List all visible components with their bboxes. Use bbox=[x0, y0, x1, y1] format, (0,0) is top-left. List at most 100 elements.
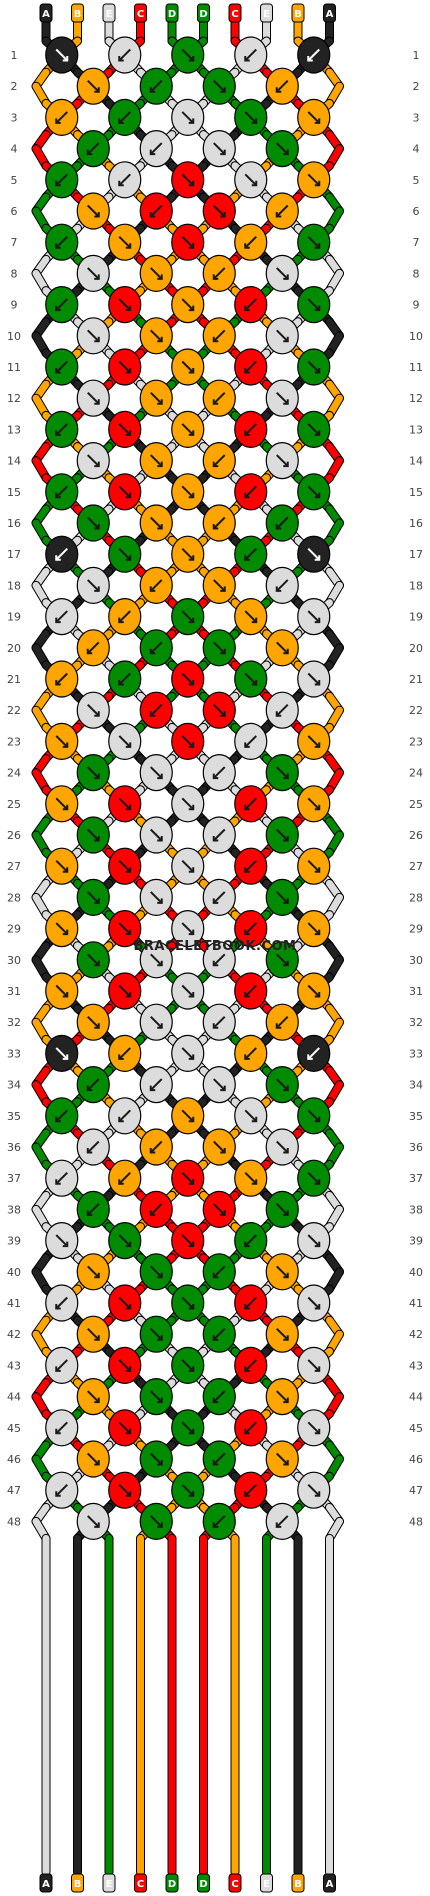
row-number-left: 41 bbox=[7, 1297, 21, 1310]
knot-arrow-icon bbox=[118, 48, 131, 62]
knot-arrow-icon bbox=[307, 1483, 320, 1497]
knot-arrow-icon bbox=[181, 173, 194, 187]
knot-arrow-icon bbox=[150, 1452, 163, 1466]
knot-arrowhead-icon bbox=[157, 399, 163, 405]
knot-arrowhead-icon bbox=[188, 680, 195, 686]
knot-arrow-icon bbox=[307, 235, 320, 249]
row-number-right: 7 bbox=[413, 236, 420, 249]
knot-arrow-icon bbox=[307, 485, 320, 499]
knot-arrow-icon bbox=[244, 735, 257, 748]
knot-arrow-icon bbox=[244, 1483, 257, 1497]
knot-arrowhead-icon bbox=[220, 1085, 226, 1092]
knot-arrowhead-icon bbox=[125, 1491, 132, 1497]
knot-arrow-icon bbox=[244, 859, 257, 873]
knot-arrow-icon bbox=[276, 766, 289, 779]
knot-arrow-icon bbox=[87, 891, 100, 904]
row-number-left: 19 bbox=[7, 611, 21, 624]
row-number-right: 41 bbox=[409, 1297, 423, 1310]
knot-arrow-icon bbox=[276, 204, 289, 218]
knot-arrow-icon bbox=[150, 1015, 163, 1029]
knot-arrowhead-icon bbox=[314, 680, 321, 686]
knot-arrow-icon bbox=[307, 298, 320, 311]
knot-arrowhead-icon bbox=[118, 1179, 124, 1185]
knot-arrowhead-icon bbox=[314, 305, 321, 312]
knot-arrowhead-icon bbox=[118, 680, 124, 686]
knot-arrowhead-icon bbox=[125, 1241, 132, 1248]
knot-arrowhead-icon bbox=[55, 180, 61, 187]
knot-arrowhead-icon bbox=[94, 1522, 100, 1528]
knot-arrow-icon bbox=[55, 298, 68, 311]
knot-arrowhead-icon bbox=[118, 1054, 124, 1060]
knot-arrowhead-icon bbox=[244, 1366, 250, 1372]
row-number-left: 18 bbox=[7, 579, 21, 592]
row-number-left: 10 bbox=[7, 330, 21, 343]
row-number-right: 28 bbox=[409, 891, 423, 904]
bottom-strand-label: A bbox=[42, 1879, 50, 1890]
knot-arrowhead-icon bbox=[62, 1241, 69, 1248]
knot-arrow-icon bbox=[181, 859, 194, 873]
knot-arrow-icon bbox=[244, 1359, 257, 1372]
knot-arrow-icon bbox=[55, 922, 68, 935]
knot-arrowhead-icon bbox=[220, 586, 226, 592]
knot-arrow-icon bbox=[118, 797, 131, 811]
knot-arrowhead-icon bbox=[275, 524, 282, 530]
knot-arrow-icon bbox=[150, 142, 163, 155]
row-number-left: 32 bbox=[7, 1016, 21, 1029]
knot-arrowhead-icon bbox=[314, 1491, 321, 1497]
knot-arrowhead-icon bbox=[244, 1428, 250, 1435]
knot-arrow-icon bbox=[150, 766, 163, 779]
knot-arrow-icon bbox=[150, 454, 163, 467]
row-number-left: 33 bbox=[7, 1047, 21, 1060]
top-strand-label: B bbox=[74, 9, 82, 20]
knot-arrowhead-icon bbox=[149, 711, 156, 717]
knot-arrow-icon bbox=[181, 1296, 194, 1310]
knot-arrowhead-icon bbox=[94, 274, 100, 280]
knot-arrow-icon bbox=[150, 703, 163, 717]
knot-arrow-icon bbox=[244, 672, 257, 686]
knot-arrowhead-icon bbox=[55, 555, 61, 561]
knot-arrow-icon bbox=[87, 204, 100, 218]
knot-arrow-icon bbox=[55, 1171, 68, 1185]
knot-arrowhead-icon bbox=[125, 1428, 132, 1435]
row-number-right: 24 bbox=[409, 767, 423, 780]
knot-arrow-icon bbox=[181, 984, 194, 998]
knot-arrowhead-icon bbox=[149, 586, 156, 592]
knot-arrow-icon bbox=[213, 329, 226, 343]
knot-arrow-icon bbox=[150, 1327, 163, 1341]
knot-arrow-icon bbox=[213, 1452, 226, 1466]
knot-arrowhead-icon bbox=[188, 243, 195, 249]
knot-arrow-icon bbox=[244, 1109, 257, 1123]
knot-arrow-icon bbox=[307, 1359, 320, 1372]
knot-arrowhead-icon bbox=[157, 1335, 163, 1341]
row-number-left: 36 bbox=[7, 1141, 21, 1154]
knot-arrow-icon bbox=[181, 1483, 194, 1497]
knot-arrowhead-icon bbox=[157, 524, 163, 530]
knot-arrow-icon bbox=[150, 1515, 163, 1528]
row-number-left: 4 bbox=[11, 143, 18, 156]
knot-arrowhead-icon bbox=[149, 149, 156, 156]
knot-arrow-icon bbox=[150, 579, 163, 592]
row-number-left: 25 bbox=[7, 798, 21, 811]
knot-arrow-icon bbox=[244, 423, 257, 436]
knot-arrow-icon bbox=[244, 48, 257, 62]
knot-arrow-icon bbox=[118, 1359, 131, 1372]
knot-arrowhead-icon bbox=[62, 742, 69, 748]
knot-arrowhead-icon bbox=[188, 1116, 195, 1123]
knot-arrowhead-icon bbox=[212, 461, 219, 468]
row-number-right: 48 bbox=[409, 1515, 423, 1528]
knot-arrowhead-icon bbox=[283, 1460, 289, 1466]
knot-arrowhead-icon bbox=[149, 87, 156, 93]
knot-arrowhead-icon bbox=[125, 992, 132, 998]
knot-arrow-icon bbox=[307, 859, 320, 873]
top-strand-tag bbox=[323, 3, 336, 23]
knot-arrow-icon bbox=[55, 1109, 68, 1123]
knot-arrowhead-icon bbox=[314, 1304, 321, 1310]
row-number-right: 19 bbox=[409, 611, 423, 624]
knot-arrow-icon bbox=[213, 1015, 226, 1029]
row-number-left: 1 bbox=[11, 49, 18, 62]
knot-arrow-icon bbox=[55, 423, 68, 436]
knot-arrow-icon bbox=[244, 797, 257, 811]
knot-arrowhead-icon bbox=[125, 804, 132, 811]
knot-arrowhead-icon bbox=[62, 992, 69, 998]
